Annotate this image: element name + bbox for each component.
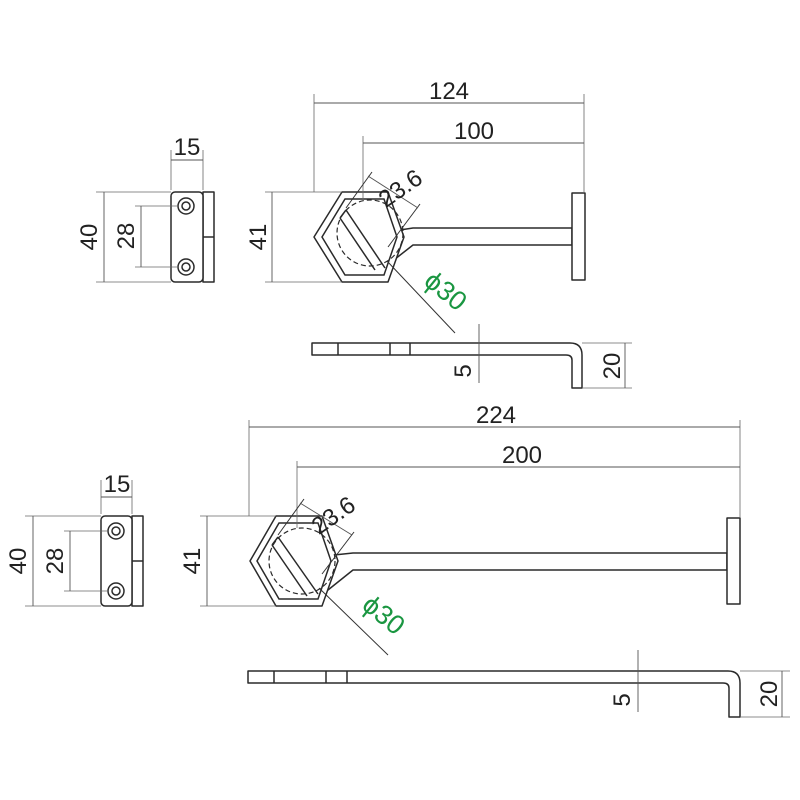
upper-hex-inner-edge: [321, 198, 398, 276]
upper-hex-nut: [313, 191, 405, 283]
upper-flat-leader-a: [345, 171, 373, 209]
lower-hex-inner-edge: [256, 522, 332, 600]
upper-bottom-hole-inner: [181, 262, 191, 272]
lower-side-view: 15 40 28: [5, 471, 144, 607]
lower-hook-label: 20: [756, 681, 783, 708]
lower-hole-pitch-label: 28: [42, 548, 69, 575]
lower-overall-label: 224: [476, 402, 516, 429]
upper-wrench-flat-bottom: [339, 217, 376, 271]
lower-flat-leader-b: [321, 531, 355, 575]
upper-flat-bar: [311, 342, 583, 389]
upper-hole-pitch-label: 28: [113, 223, 140, 250]
upper-hex-label: 41: [245, 224, 272, 251]
lower-plate-height-label: 40: [5, 548, 32, 575]
lower-bottom-hole-inner: [111, 586, 121, 596]
upper-wrench-flat-end-top: [339, 209, 347, 219]
lower-flat-dim-line: [299, 502, 353, 536]
upper-plate-height-label: 40: [76, 224, 103, 251]
upper-arm: [379, 227, 573, 264]
upper-stem: [571, 192, 586, 281]
upper-wrench-flat-top: [345, 209, 386, 269]
upper-plate-width-label: 15: [174, 134, 201, 161]
upper-diameter-leader: [386, 260, 456, 334]
lower-reach-label: 200: [502, 442, 542, 469]
lower-wrench-flat-bottom: [271, 544, 308, 597]
upper-diameter-label: ϕ30: [419, 265, 473, 317]
lower-arm: [314, 552, 728, 591]
lower-elevation-view: 5 20: [247, 650, 790, 718]
upper-bolt-circle: [336, 199, 404, 267]
upper-reach-label: 100: [454, 118, 494, 145]
upper-hook-label: 20: [599, 353, 626, 380]
upper-bracket: 15 40 28 124: [76, 78, 632, 389]
upper-overall-label: 124: [429, 78, 469, 105]
lower-hex-label: 41: [179, 548, 206, 575]
upper-top-hole-inner: [181, 201, 191, 211]
lower-flat-leader-a: [277, 498, 305, 536]
upper-plan-view: 124 100 23.6 41 ϕ30: [245, 78, 586, 334]
lower-bolt-circle: [268, 527, 336, 595]
upper-flat-leader-b: [387, 203, 421, 248]
lower-stem: [726, 517, 741, 605]
lower-thickness-label: 5: [609, 693, 636, 706]
lower-bracket: 15 40 28 224: [5, 402, 790, 718]
upper-thickness-label: 5: [450, 364, 477, 377]
lower-wrench-flat-end-top: [271, 536, 279, 546]
lower-wrench-flat-top: [277, 536, 319, 595]
upper-flat-dim-line: [367, 175, 419, 209]
lower-diameter-leader: [318, 587, 389, 656]
lower-flat-bar: [247, 670, 741, 718]
lower-side-block: [100, 515, 133, 607]
lower-plan-view: 224 200 23.6 41 ϕ30: [179, 402, 741, 656]
lower-plate-width-label: 15: [104, 471, 131, 498]
upper-side-view: 15 40 28: [76, 134, 215, 283]
upper-side-block: [170, 191, 204, 283]
lower-top-hole-inner: [111, 526, 121, 536]
upper-elevation-view: 5 20: [311, 324, 632, 389]
